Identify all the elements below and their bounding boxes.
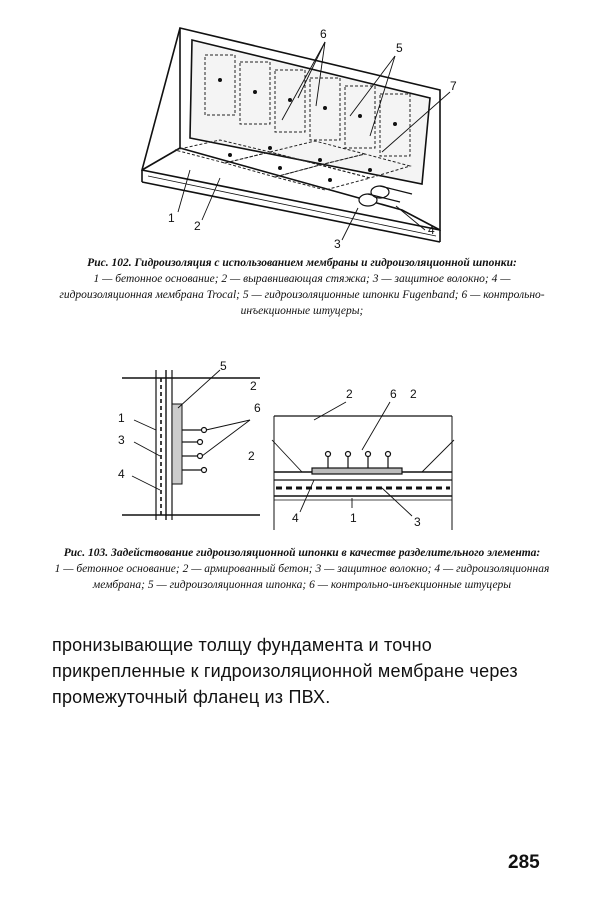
fig102-label-7: 7 [450,79,457,93]
body-paragraph: пронизывающие толщу фундамента и точно п… [52,632,552,710]
fig103-right-label-3: 3 [414,515,421,529]
fig103-right-label-2: 2 [346,387,353,401]
figure-103-right-drawing: 2 6 2 4 1 3 [262,380,468,538]
fig102-label-1: 1 [168,211,175,225]
fig103-left-label-6: 6 [254,401,261,415]
fig103-left-label-1: 1 [118,411,125,425]
fig103-left-label-2b: 2 [248,449,255,463]
fig103-left-label-4: 4 [118,467,125,481]
figure-102-drawing: 6 5 7 1 2 3 4 [120,20,480,255]
fig103-right-label-4: 4 [292,511,299,525]
figure-102-caption-items: 1 — бетонное основание; 2 — выравнивающа… [59,273,545,317]
figure-103-caption: Рис. 103. Задействование гидроизоляционн… [52,545,552,593]
fig102-label-5: 5 [396,41,403,55]
fig102-label-4: 4 [428,223,435,237]
fig103-left-label-5: 5 [220,360,227,373]
fig102-label-2: 2 [194,219,201,233]
body-paragraph-text: пронизывающие толщу фундамента и точно п… [52,635,518,707]
figure-102-caption: Рис. 102. Гидроизоляция с использованием… [52,255,552,319]
figure-103-left-drawing: 5 2 1 6 3 2 4 [110,360,280,525]
fig102-label-3: 3 [334,237,341,251]
fig102-label-6: 6 [320,27,327,41]
figure-102-caption-title: Рис. 102. Гидроизоляция с использованием… [87,257,517,269]
fig103-left-label-2: 2 [250,379,257,393]
page-number: 285 [508,852,540,873]
figure-103-caption-items: 1 — бетонное основание; 2 — армированный… [54,563,550,591]
fig103-right-label-1: 1 [350,511,357,525]
figure-103-caption-title: Рис. 103. Задействование гидроизоляционн… [63,547,541,559]
fig103-right-label-2b: 2 [410,387,417,401]
fig103-right-label-6: 6 [390,387,397,401]
fig103-left-label-3: 3 [118,433,125,447]
